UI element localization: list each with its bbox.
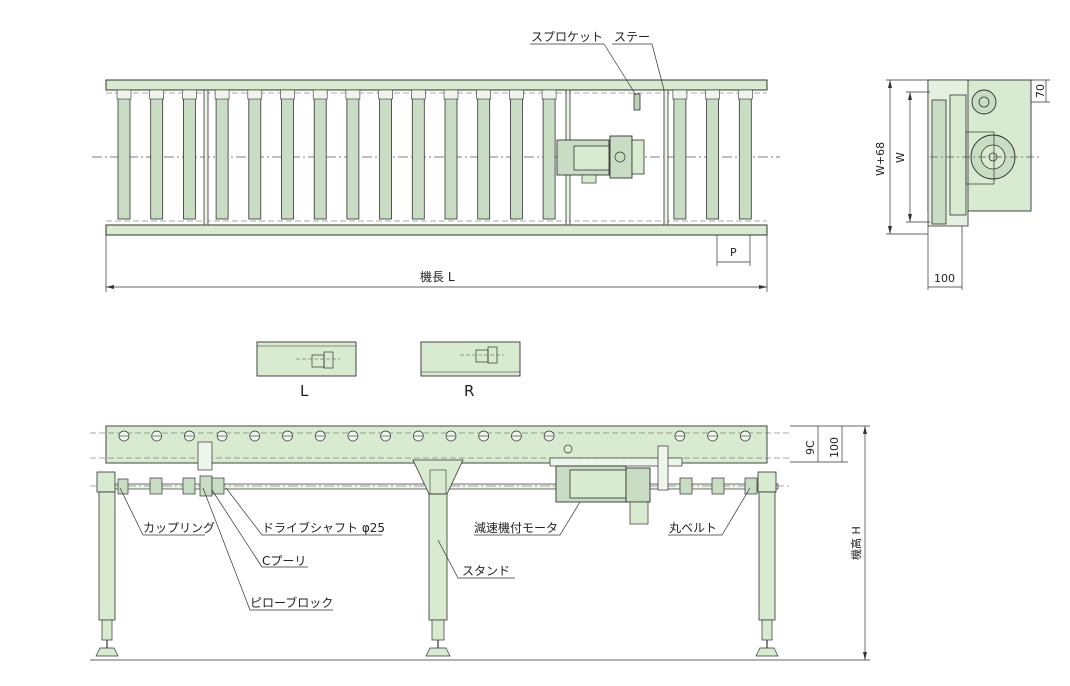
top-rail-upper — [105, 79, 768, 91]
label-overall-width: W+68 — [874, 142, 887, 176]
label-pitch: P — [730, 246, 737, 259]
variant-right: R — [420, 341, 521, 400]
stay-right — [663, 89, 669, 226]
front-rollers — [118, 430, 751, 442]
label-c-pulley: Cプーリ — [262, 554, 306, 568]
leg-middle — [412, 459, 464, 657]
roller-sprocket — [347, 430, 359, 442]
label-drive-shaft: ドライブシャフト φ25 — [262, 520, 385, 535]
sprocket-top — [633, 93, 641, 111]
roller-sprocket — [282, 430, 293, 442]
roller-sprocket — [707, 430, 718, 442]
roller-sprocket — [445, 430, 457, 442]
label-dim-100-front: 100 — [828, 437, 841, 458]
roller — [476, 89, 492, 220]
label-gear-motor: 減速機付モータ — [474, 520, 558, 535]
roller-sprocket — [249, 430, 261, 442]
label-machine-height: 機高 H — [849, 526, 863, 560]
roller-sprocket — [511, 430, 522, 442]
label-variant-right: R — [464, 382, 474, 400]
label-dim-70: 70 — [1034, 84, 1047, 98]
roller — [214, 89, 230, 220]
variant-left: L — [256, 341, 357, 400]
roller — [280, 89, 295, 220]
roller — [312, 89, 328, 220]
stay-left — [203, 89, 209, 226]
roller — [705, 89, 720, 220]
side-section-view: 70 W+68 W 100 — [874, 79, 1050, 290]
roller-sprocket — [478, 430, 490, 442]
roller — [149, 89, 164, 220]
roller-sprocket — [380, 430, 391, 442]
leg-right — [755, 471, 779, 657]
gear-motor-front — [549, 444, 683, 525]
roller-sprocket — [739, 430, 751, 442]
top-view: スプロケット ステー P 機長 L — [92, 30, 780, 292]
roller-sprocket — [118, 430, 130, 442]
roller-sprocket — [412, 430, 424, 442]
label-width: W — [894, 152, 907, 163]
roller — [672, 89, 688, 220]
label-stay: ステー — [614, 30, 650, 44]
label-pillow-block: ピローブロック — [250, 595, 333, 610]
front-view: 機高 H 9C 100 カップリング ドライブシャフト φ25 Cプーリ ピロー… — [90, 425, 870, 661]
roller — [541, 89, 557, 220]
label-dim-100-side: 100 — [934, 272, 955, 285]
gear-motor-top — [556, 135, 645, 184]
rollers — [116, 89, 753, 220]
roller — [116, 89, 132, 220]
roller — [345, 89, 361, 220]
roller-sprocket — [184, 430, 195, 442]
roller — [182, 89, 197, 220]
label-dim-9c: 9C — [804, 440, 817, 455]
roller-sprocket — [151, 430, 163, 442]
roller-sprocket — [216, 430, 228, 442]
label-coupling: カップリング — [143, 521, 215, 535]
roller-sprocket — [314, 430, 326, 442]
roller — [443, 89, 459, 220]
roller — [378, 89, 393, 220]
roller — [509, 89, 524, 220]
front-frame — [105, 425, 768, 464]
shaft-parts — [117, 441, 758, 497]
roller-sprocket — [674, 430, 686, 442]
label-stand: スタンド — [462, 564, 510, 578]
roller — [410, 89, 426, 220]
label-variant-left: L — [300, 382, 309, 400]
label-sprocket: スプロケット — [531, 30, 603, 44]
roller — [247, 89, 263, 220]
label-round-belt: 丸ベルト — [669, 521, 717, 535]
roller-sprocket — [543, 430, 555, 442]
roller — [737, 89, 753, 220]
leg-left — [95, 471, 119, 657]
top-rail-lower — [105, 224, 768, 236]
label-machine-length: 機長 L — [420, 269, 455, 284]
